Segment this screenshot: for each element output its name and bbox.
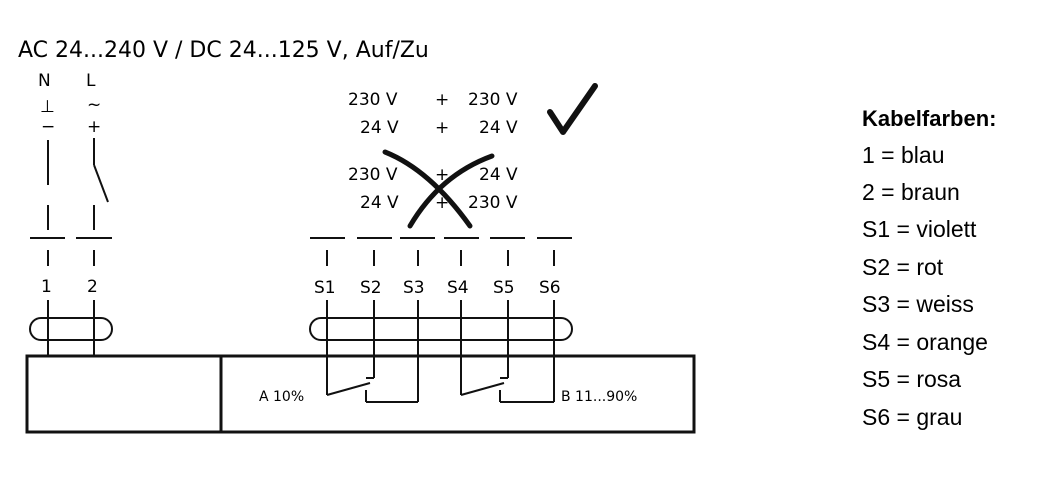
legend-item: S1 = violett xyxy=(862,216,977,242)
terminal-s1-label: S1 xyxy=(314,278,336,298)
switch-cable-sheath xyxy=(309,317,573,341)
check-mark-icon xyxy=(547,83,598,135)
ok-row2-left: 24 V xyxy=(360,118,399,138)
ac-symbol: ~ xyxy=(87,95,101,115)
switch-a-label: A 10% xyxy=(259,389,304,405)
actuator-housing xyxy=(25,354,696,434)
ok-row1-op: + xyxy=(435,90,449,110)
line-wire-with-switch xyxy=(76,138,112,266)
legend-item: 1 = blau xyxy=(862,142,945,168)
neutral-label: N xyxy=(38,71,51,91)
aux-switch-b xyxy=(460,377,554,403)
terminal-1-label: 1 xyxy=(41,277,52,297)
terminal-s5-label: S5 xyxy=(493,278,515,298)
bad-row2-right: 230 V xyxy=(468,193,518,213)
bad-row2-left: 24 V xyxy=(360,193,399,213)
neutral-polarity: − xyxy=(41,117,55,137)
legend-item: S4 = orange xyxy=(862,329,988,355)
compat-bad-group: 230 V + 24 V 24 V + 230 V xyxy=(348,149,518,229)
terminal-s6-label: S6 xyxy=(539,278,561,298)
bad-row1-right: 24 V xyxy=(479,165,518,185)
terminal-s4-label: S4 xyxy=(447,278,469,298)
legend-item: S2 = rot xyxy=(862,254,944,280)
ok-row1-left: 230 V xyxy=(348,90,398,110)
ok-row1-right: 230 V xyxy=(468,90,518,110)
cable-color-legend: Kabelfarben: 1 = blau 2 = braun S1 = vio… xyxy=(862,106,996,430)
line-label: L xyxy=(86,71,96,91)
aux-switch-a xyxy=(326,377,418,403)
power-cable-sheath xyxy=(29,317,113,341)
ok-row2-op: + xyxy=(435,118,449,138)
legend-title: Kabelfarben: xyxy=(862,106,996,131)
ok-row2-right: 24 V xyxy=(479,118,518,138)
cross-mark-icon xyxy=(382,149,495,229)
ground-symbol: ⊥ xyxy=(40,97,55,117)
terminal-2-label: 2 xyxy=(87,277,98,297)
switch-terminal-wires xyxy=(310,237,572,266)
diagram-title: AC 24...240 V / DC 24...125 V, Auf/Zu xyxy=(18,38,429,63)
legend-item: S5 = rosa xyxy=(862,366,961,392)
neutral-wire xyxy=(30,140,65,266)
legend-item: S3 = weiss xyxy=(862,291,974,317)
legend-item: 2 = braun xyxy=(862,179,960,205)
compat-ok-group: 230 V + 230 V 24 V + 24 V xyxy=(348,83,598,138)
line-polarity: + xyxy=(87,117,101,137)
cable-wires xyxy=(47,300,555,402)
terminal-s3-label: S3 xyxy=(403,278,425,298)
terminal-s2-label: S2 xyxy=(360,278,382,298)
switch-b-label: B 11...90% xyxy=(561,389,637,405)
bad-row1-left: 230 V xyxy=(348,165,398,185)
legend-item: S6 = grau xyxy=(862,404,962,430)
